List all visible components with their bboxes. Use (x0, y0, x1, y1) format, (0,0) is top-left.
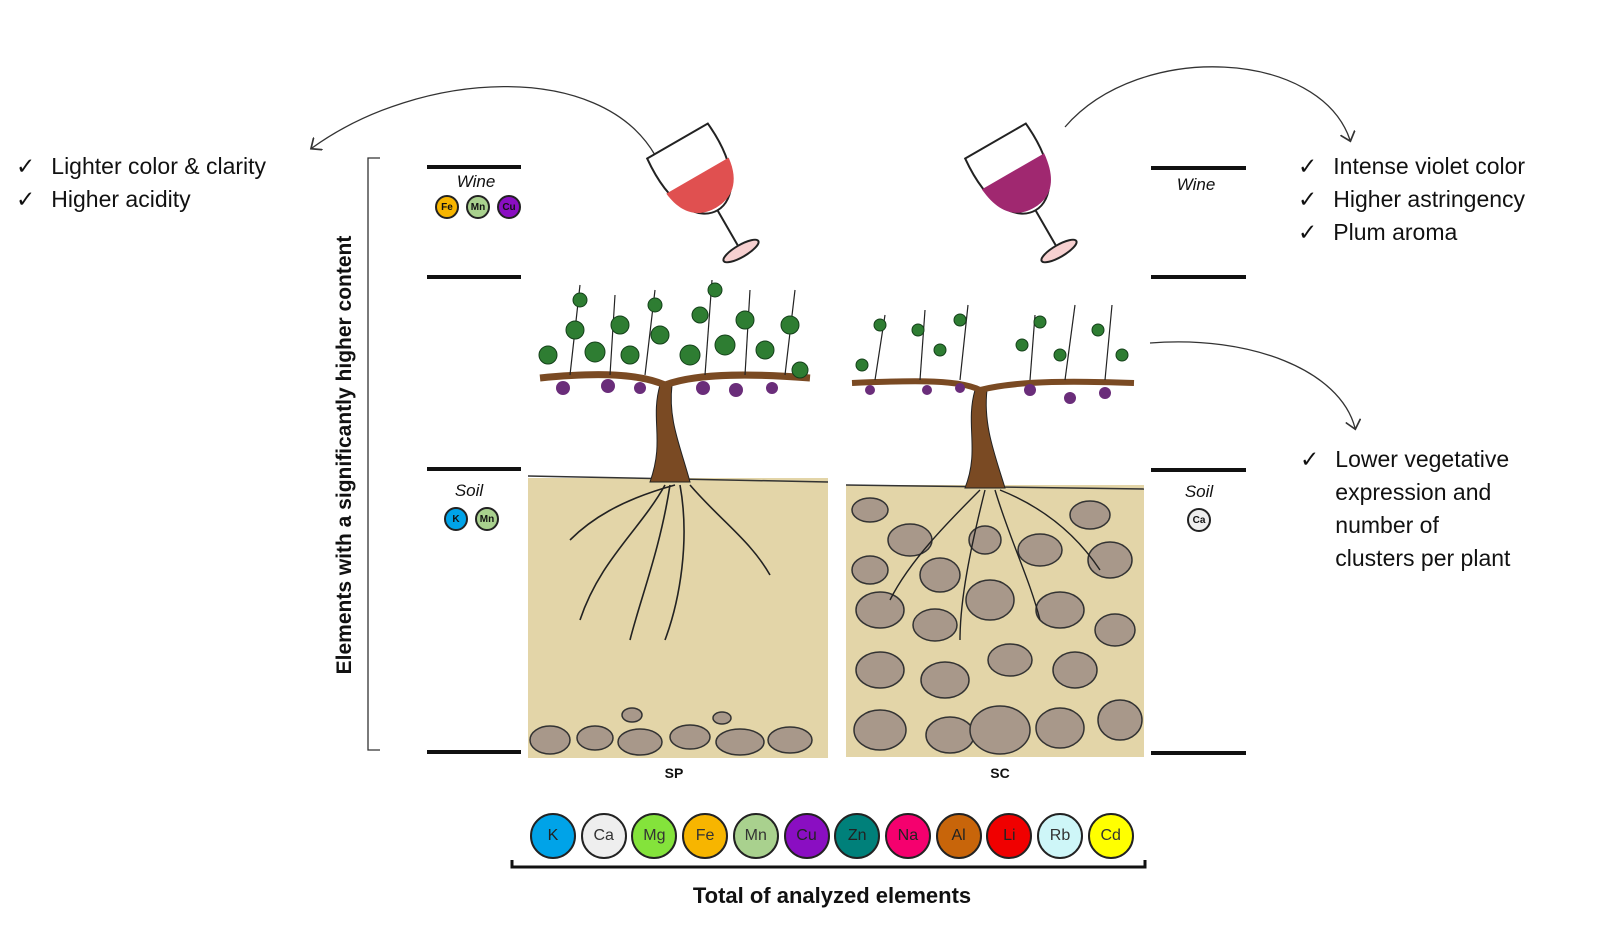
check-icon: ✓ (1298, 186, 1318, 212)
check-icon: ✓ (16, 186, 36, 212)
list-item: ✓ Plum aroma (1298, 216, 1525, 249)
check-icon: ✓ (1298, 153, 1318, 179)
divider (1151, 166, 1246, 170)
analyzed-title: Total of analyzed elements (692, 883, 972, 908)
sp-wine-effects: ✓ Lighter color & clarity ✓ Higher acidity (16, 150, 266, 216)
list-item: ✓ Lighter color & clarity (16, 150, 266, 183)
element-ca-badge: Ca (580, 813, 627, 859)
effect-text: Intense violet color (1333, 153, 1526, 179)
sc-wine-label: Wine (1176, 175, 1216, 194)
arrow-right-wine (1064, 66, 1350, 140)
list-item: ✓ Lower vegetative expression and number … (1300, 443, 1520, 575)
effect-text: Lower vegetative expression and number o… (1335, 446, 1511, 571)
sp-soil-label: Soil (454, 481, 484, 500)
arrow-left (312, 86, 656, 156)
divider (1151, 468, 1246, 472)
sc-label: SC (990, 765, 1010, 781)
element-mn-badge: Mn (732, 813, 779, 859)
sc-vineyard-illustration (845, 304, 1145, 757)
element-mn-badge: Mn (466, 195, 490, 219)
element-k-badge: K (444, 507, 468, 531)
element-na-badge: Na (884, 813, 931, 859)
sp-wine-label: Wine (456, 172, 496, 191)
element-cu-badge: Cu (497, 195, 521, 219)
check-icon: ✓ (1300, 446, 1320, 472)
effect-text: Higher acidity (51, 186, 191, 212)
list-item: ✓ Higher acidity (16, 183, 266, 216)
list-item: ✓ Intense violet color (1298, 150, 1525, 183)
check-icon: ✓ (1298, 219, 1318, 245)
axis-label: Elements with a significantly higher con… (333, 235, 356, 675)
element-fe-badge: Fe (682, 813, 729, 859)
element-cd-badge: Cd (1087, 813, 1134, 859)
element-k-badge: K (530, 813, 576, 859)
effect-text: Plum aroma (1333, 219, 1458, 245)
element-ca-badge: Ca (1187, 508, 1211, 532)
divider (427, 165, 521, 169)
arrow-right-plant (1149, 341, 1355, 428)
check-icon: ✓ (16, 153, 36, 179)
sp-vineyard-illustration (527, 279, 829, 758)
element-cu-badge: Cu (783, 813, 830, 859)
sp-label: SP (664, 765, 684, 781)
element-mn-badge: Mn (475, 507, 499, 531)
element-mg-badge: Mg (631, 813, 678, 859)
list-item: ✓ Higher astringency (1298, 183, 1525, 216)
axis-bracket (367, 157, 380, 751)
element-rb-badge: Rb (1037, 813, 1083, 859)
element-al-badge: Al (935, 813, 982, 859)
analyzed-bracket (510, 860, 1147, 869)
wine-glass-sc-icon (963, 122, 1078, 264)
sc-soil-label: Soil (1184, 482, 1214, 501)
divider (1151, 275, 1246, 279)
element-zn-badge: Zn (834, 813, 881, 859)
divider (427, 275, 521, 279)
divider (427, 750, 521, 754)
sc-wine-effects: ✓ Intense violet color ✓ Higher astringenc… (1298, 150, 1525, 249)
effect-text: Higher astringency (1333, 186, 1526, 212)
element-fe-badge: Fe (435, 195, 459, 219)
element-li-badge: Li (986, 813, 1033, 859)
wine-glass-sp-icon (645, 122, 760, 264)
divider (427, 467, 521, 471)
effect-text: Lighter color & clarity (51, 153, 267, 179)
sc-plant-effect: ✓ Lower vegetative expression and number … (1300, 443, 1520, 575)
divider (1151, 751, 1246, 755)
